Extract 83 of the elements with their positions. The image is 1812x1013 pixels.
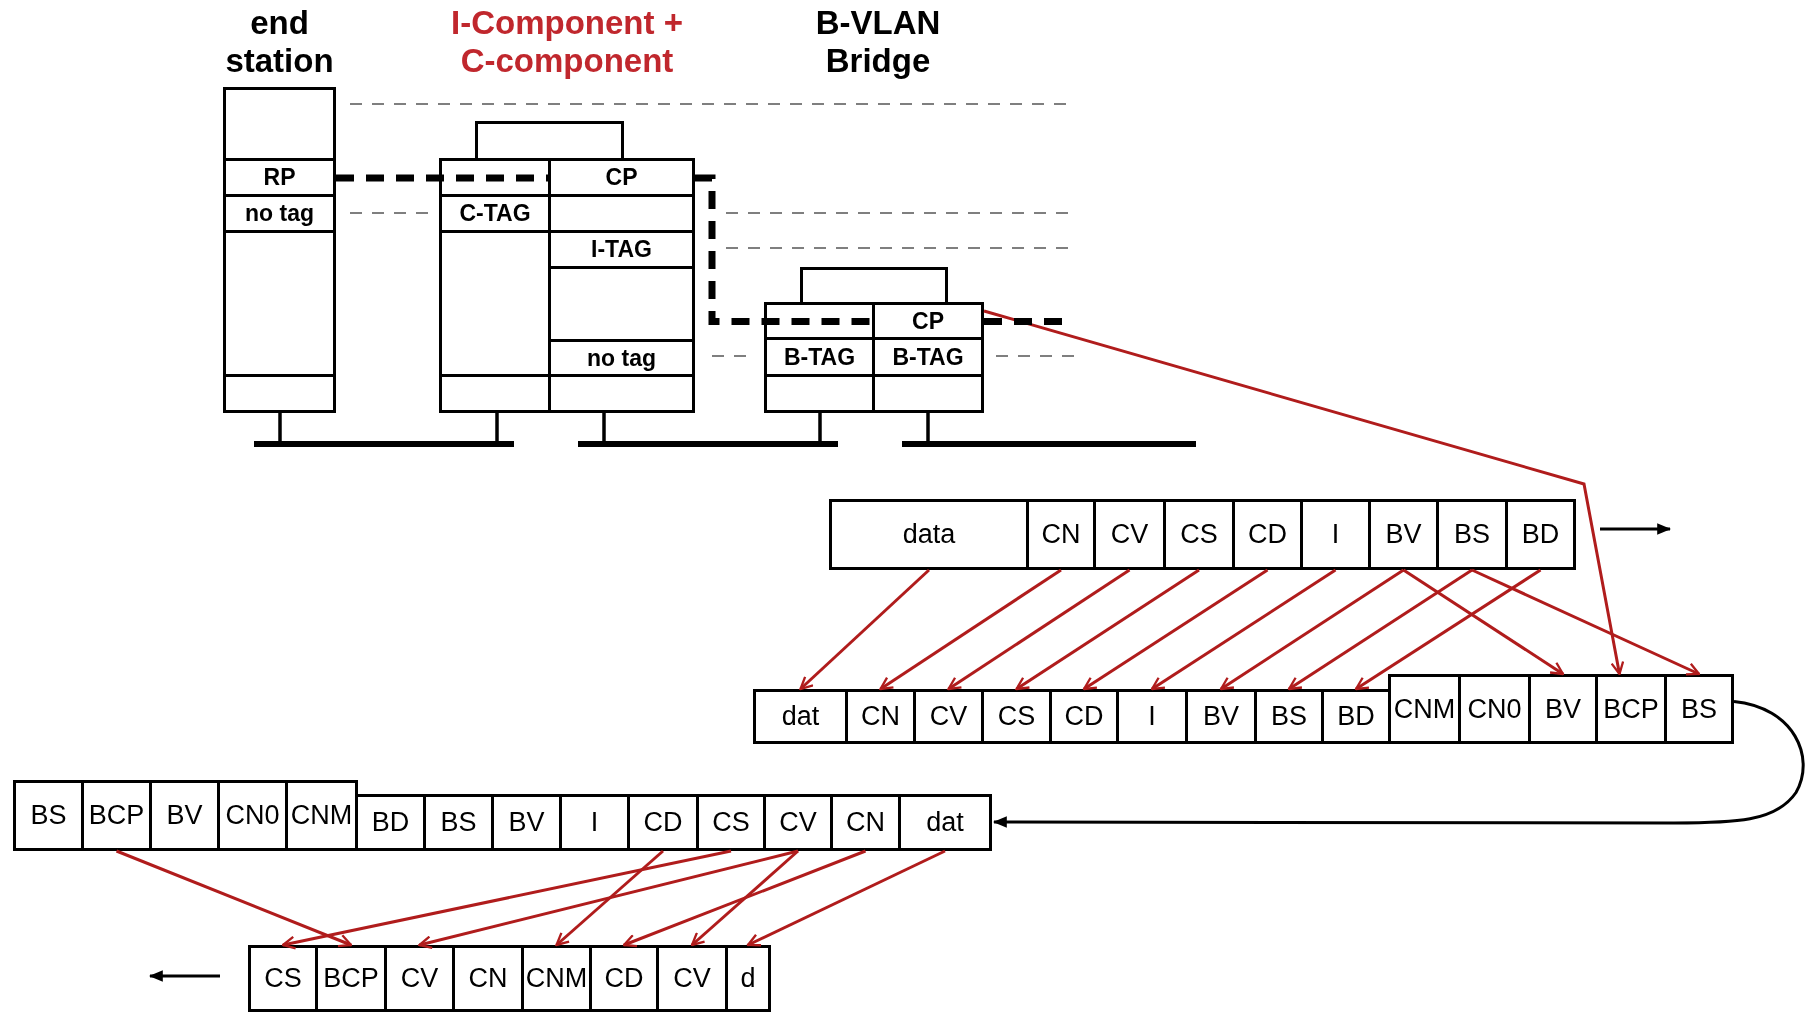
frame-field: CS [981,689,1052,744]
frame-field: BCP [81,780,152,851]
frame-field: CN [452,945,524,1012]
drop-line [926,413,930,441]
frame-field: BCP [315,945,387,1012]
frame-field: I [1116,689,1188,744]
frame-field: CN [845,689,916,744]
frame-field: BV [149,780,220,851]
arrow [879,568,1062,691]
tag-field: I-TAG [548,230,695,269]
tag-field: C-TAG [439,194,551,233]
arrow [1219,568,1405,691]
arrow [1402,568,1565,676]
arrow [690,849,799,947]
lan-bus-bar [254,441,514,447]
frame-field: CS [248,945,318,1012]
stack-layer [800,267,948,305]
frame-field: BS [1254,689,1324,744]
frame-field: CD [1049,689,1119,744]
protocol-stack [764,302,984,413]
arrow [281,849,732,950]
frame-field: dat [753,689,848,744]
frame-field: CV [763,794,833,851]
frame-field: dat [898,794,992,851]
frame-field: CS [696,794,766,851]
frame-field: CNM [521,945,592,1012]
frame-field: CD [589,945,659,1012]
frame-field: BS [423,794,494,851]
frame-field: CV [913,689,984,744]
frame-field: CNM [1388,674,1461,744]
frame-field: BD [1505,499,1576,570]
frame-field: BD [355,794,426,851]
drop-line [602,413,606,441]
frame-field: BV [1368,499,1439,570]
dotted-path [984,318,1063,325]
frame-field: CN [1026,499,1096,570]
device-heading: B-VLAN Bridge [814,4,942,80]
frame-field: data [829,499,1029,570]
arrow [1354,568,1542,691]
frame-field: BCP [1595,674,1667,744]
frame-field: CV [1093,499,1166,570]
stack-heading: end station [224,4,335,80]
frame-field: BV [1185,689,1257,744]
dotted-path [695,174,872,325]
frame-field: I [1300,499,1371,570]
arrow [555,849,664,947]
frame-field: CD [1232,499,1303,570]
arrow [418,849,799,949]
frame-field: BD [1321,689,1391,744]
lan-bus-bar [902,441,1196,447]
arrow [1471,568,1701,676]
drop-line [278,413,282,441]
frame-field: CS [1163,499,1235,570]
frame-field: d [725,945,771,1012]
frame-field: I [559,794,630,851]
drop-line [818,413,822,441]
frame-field: CD [627,794,699,851]
frame-field: CN0 [1458,674,1531,744]
drop-line [495,413,499,441]
arrow [947,568,1131,691]
arrow [622,849,867,948]
frame-field: BV [491,794,562,851]
frame-field: BS [1664,674,1734,744]
frame-field: CN [830,794,901,851]
arrow [115,849,353,948]
arrow [983,309,1625,676]
frame-field: CNM [285,780,358,851]
arrow [799,568,930,691]
arrow [992,700,1805,828]
frame-field: BS [13,780,84,851]
arrow [1150,568,1337,691]
arrow [1082,568,1269,691]
frame-field: CN0 [217,780,288,851]
frame-field: CV [656,945,728,1012]
stack-heading: I-Component + C-component [450,4,684,80]
arrow [1287,568,1473,691]
frame-field: BS [1436,499,1508,570]
arrow [1015,568,1200,691]
lan-bus-bar [578,441,838,447]
arrow [746,849,946,947]
stack-layer [475,121,624,161]
frame-field: BV [1528,674,1598,744]
frame-field: CV [384,945,455,1012]
